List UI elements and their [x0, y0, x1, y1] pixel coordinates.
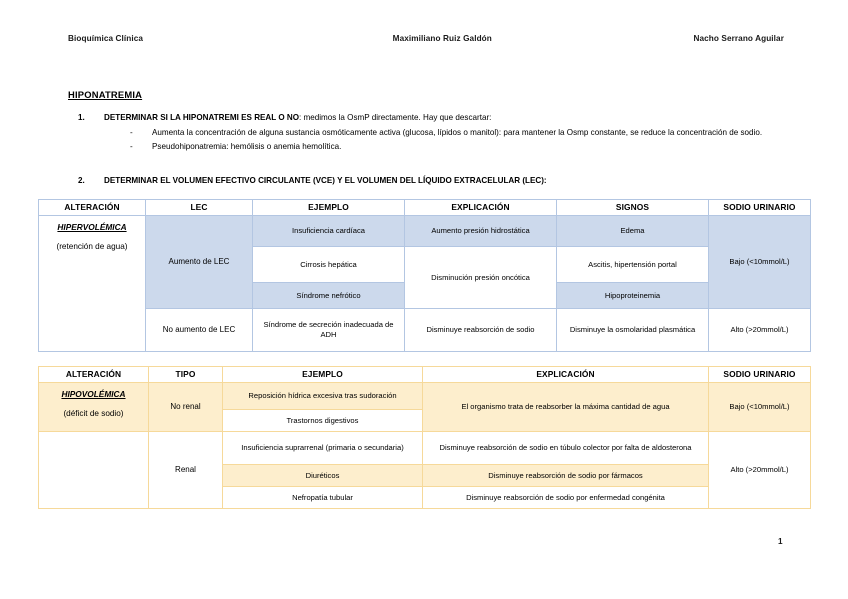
cell-lec-no-aumento: No aumento de LEC — [145, 308, 253, 353]
cell-alteracion: HIPOVOLÉMICA (déficit de sodio) — [38, 382, 149, 433]
cell-tipo-no-renal: No renal — [148, 382, 223, 433]
table-row: HIPERVOLÉMICA (retención de agua) Aument… — [38, 215, 811, 353]
cell-alteracion-filler — [38, 431, 149, 510]
cell-explicacion-2: Disminución presión oncótica — [404, 246, 557, 310]
cell-sodio-bajo: Bajo (<10mmol/L) — [708, 215, 811, 310]
cell-ejemplo-5: Nefropatía tubular — [222, 486, 423, 510]
column-header-explicacion: EXPLICACIÓN — [404, 198, 557, 217]
list-item-1-rest: : medimos la OsmP directamente. Hay que … — [299, 113, 492, 122]
table-header-row: ALTERACIÓN LEC EJEMPLO EXPLICACIÓN SIGNO… — [38, 198, 811, 217]
sub-list-item-text: Aumenta la concentración de alguna susta… — [152, 127, 763, 137]
cell-signos-3: Hipoproteinemia — [556, 282, 709, 310]
column-header-sodio-urinario: SODIO URINARIO — [708, 198, 811, 217]
page-title: HIPONATREMIA — [68, 89, 143, 100]
cell-explicacion-3: Disminuye reabsorción de sodio — [404, 308, 557, 353]
cell-signos-4: Disminuye la osmolaridad plasmática — [556, 308, 709, 353]
column-header-alteracion: ALTERACIÓN — [38, 198, 146, 217]
cell-sodio-alto: Alto (>20mmol/L) — [708, 308, 811, 353]
table-row: Síndrome nefrótico Hipoproteinemia — [39, 282, 811, 310]
cell-ejemplo-2: Trastornos digestivos — [222, 409, 423, 433]
table-row: Renal Insuficiencia suprarrenal (primari… — [38, 431, 811, 510]
table-row: Diuréticos Disminuye reabsorción de sodi… — [39, 464, 811, 488]
list-item-1-lead: DETERMINAR SI LA HIPONATREMI ES REAL O N… — [104, 113, 300, 122]
column-header-ejemplo: EJEMPLO — [252, 198, 405, 217]
cell-ejemplo-3: Síndrome nefrótico — [252, 282, 405, 310]
cell-explicacion-2: Disminuye reabsorción de sodio en túbulo… — [422, 431, 709, 466]
list-item-2-text: DETERMINAR EL VOLUMEN EFECTIVO CIRCULANT… — [104, 176, 547, 185]
cell-ejemplo-2: Cirrosis hepática — [252, 246, 405, 284]
cell-signos-1: Edema — [556, 215, 709, 248]
header-course: Bioquímica Clínica — [68, 34, 144, 43]
column-header-sodio-urinario: SODIO URINARIO — [708, 365, 811, 384]
table-row: HIPOVOLÉMICA (déficit de sodio) No renal… — [38, 382, 811, 433]
header-author: Nacho Serrano Aguilar — [693, 34, 784, 43]
table-hipervolemica: ALTERACIÓN LEC EJEMPLO EXPLICACIÓN SIGNO… — [38, 198, 811, 353]
sub-list-item-text: Pseudohiponatremia: hemólisis o anemia h… — [152, 141, 342, 151]
list-item-1: 1. DETERMINAR SI LA HIPONATREMI ES REAL … — [68, 112, 813, 153]
header-professor: Maximiliano Ruiz Galdón — [392, 34, 492, 43]
column-header-tipo: TIPO — [148, 365, 223, 384]
cell-sodio-bajo: Bajo (<10mmol/L) — [708, 382, 811, 433]
cell-alteracion: HIPERVOLÉMICA (retención de agua) — [38, 215, 146, 353]
table-row: No aumento de LEC Síndrome de secreción … — [39, 308, 811, 353]
list-item-2: 2. DETERMINAR EL VOLUMEN EFECTIVO CIRCUL… — [68, 176, 848, 185]
dash-marker: - — [130, 127, 133, 137]
alteracion-sub: (retención de agua) — [56, 241, 128, 251]
cell-tipo-renal: Renal — [148, 431, 223, 510]
column-header-lec: LEC — [145, 198, 253, 217]
alteracion-name: HIPOVOLÉMICA — [61, 389, 126, 400]
column-header-ejemplo: EJEMPLO — [222, 365, 423, 384]
column-header-signos: SIGNOS — [556, 198, 709, 217]
table-row: Cirrosis hepática Disminución presión on… — [39, 246, 811, 310]
column-header-explicacion: EXPLICACIÓN — [422, 365, 709, 384]
alteracion-name: HIPERVOLÉMICA — [57, 222, 127, 233]
table-header-row: ALTERACIÓN TIPO EJEMPLO EXPLICACIÓN SODI… — [38, 365, 811, 384]
list-marker: 1. — [78, 113, 85, 122]
cell-ejemplo-4: Síndrome de secreción inadecuada de ADH — [252, 308, 405, 353]
list-marker: 2. — [78, 176, 85, 185]
cell-explicacion-1: El organismo trata de reabsorber la máxi… — [422, 382, 709, 433]
alteracion-sub: (déficit de sodio) — [63, 408, 124, 418]
cell-ejemplo-4: Diuréticos — [222, 464, 423, 488]
numbered-list: 1. DETERMINAR SI LA HIPONATREMI ES REAL … — [68, 112, 813, 155]
cell-ejemplo-3: Insuficiencia suprarrenal (primaria o se… — [222, 431, 423, 466]
cell-ejemplo-1: Insuficiencia cardíaca — [252, 215, 405, 248]
cell-explicacion-4: Disminuye reabsorción de sodio por enfer… — [422, 486, 709, 510]
table-hipovolemica: ALTERACIÓN TIPO EJEMPLO EXPLICACIÓN SODI… — [38, 365, 811, 510]
document-header: Bioquímica Clínica Maximiliano Ruiz Gald… — [68, 34, 784, 43]
sub-list-1: - Aumenta la concentración de alguna sus… — [104, 126, 813, 153]
cell-explicacion-3: Disminuye reabsorción de sodio por fárma… — [422, 464, 709, 488]
cell-signos-2: Ascitis, hipertensión portal — [556, 246, 709, 284]
page-number: 1 — [778, 537, 783, 546]
column-header-alteracion: ALTERACIÓN — [38, 365, 149, 384]
sub-list-item: - Aumenta la concentración de alguna sus… — [126, 126, 813, 139]
cell-sodio-alto: Alto (>20mmol/L) — [708, 431, 811, 510]
cell-ejemplo-1: Reposición hídrica excesiva tras sudorac… — [222, 382, 423, 411]
cell-explicacion-1: Aumento presión hidrostática — [404, 215, 557, 248]
cell-lec-aumento: Aumento de LEC — [145, 215, 253, 310]
dash-marker: - — [130, 141, 133, 151]
sub-list-item: - Pseudohiponatremia: hemólisis o anemia… — [126, 140, 813, 153]
table-row: Nefropatía tubular Disminuye reabsorción… — [39, 486, 811, 510]
